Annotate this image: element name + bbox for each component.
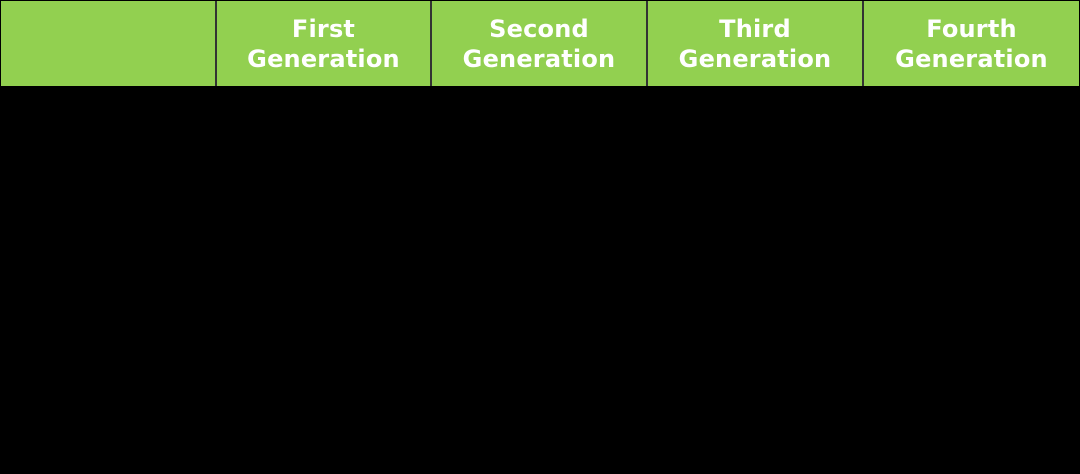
header-cell-second-generation: Second Generation <box>432 1 646 86</box>
header-label: First Generation <box>247 14 400 73</box>
header-cell-third-generation: Third Generation <box>648 1 862 86</box>
header-label: Second Generation <box>462 14 616 73</box>
header-cell-fourth-generation: Fourth Generation <box>864 1 1079 86</box>
header-label: Fourth Generation <box>895 14 1048 73</box>
header-cell-empty <box>1 1 215 86</box>
header-label: Third Generation <box>678 14 832 73</box>
header-cell-first-generation: First Generation <box>217 1 430 86</box>
table-body <box>0 87 1080 474</box>
table-header-row: First Generation Second Generation Third… <box>1 1 1079 86</box>
